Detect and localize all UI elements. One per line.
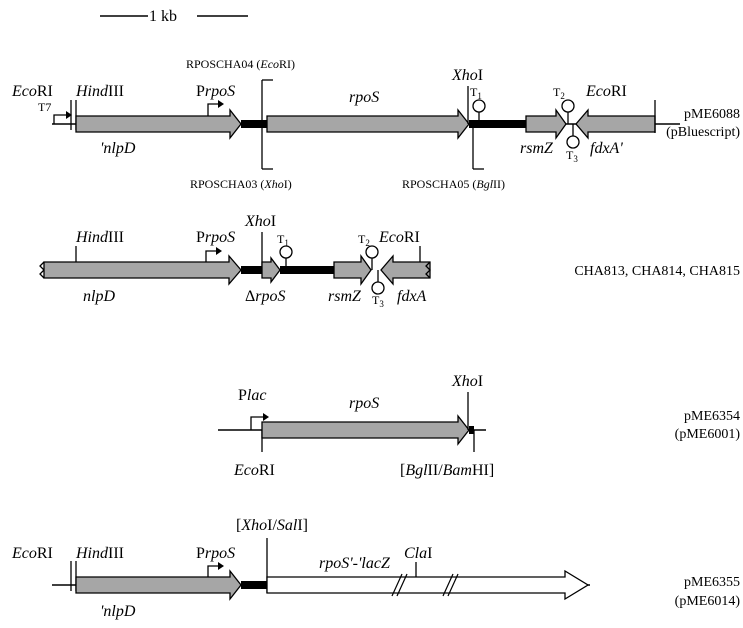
terminator-t1-label: T1 — [470, 85, 482, 101]
nlpd-gene-arrow — [75, 108, 242, 140]
construct-cha813: nlpD HindIII PrpoS XhoI ΔrpoS T1 rsmZ T2… — [39, 213, 740, 309]
terminator-t3-label: T3 — [566, 148, 578, 164]
fusion-gene-label: rpoS'-'lacZ — [319, 555, 391, 572]
rpos-lacz-fusion-arrow — [266, 569, 590, 601]
hindiii-label: HindIII — [75, 229, 124, 246]
fdxa-gene-arrow — [380, 254, 431, 286]
t7-promoter-arrow — [53, 114, 66, 124]
intergenic-region — [241, 266, 263, 274]
terminator-t2-label: T2 — [358, 232, 370, 248]
prpos-promoter-arrow — [205, 250, 216, 262]
hindiii-label: HindIII — [75, 83, 124, 100]
primer-rposcha04-label: RPOSCHA04 (EcoRI) — [186, 57, 295, 71]
terminator-t2-label: T2 — [553, 85, 565, 101]
rsmz-gene-label: rsmZ — [520, 140, 554, 157]
rpos-gene-arrow — [266, 108, 470, 140]
fdxa-gene-arrow — [575, 108, 656, 140]
prpos-promoter-arrow — [207, 565, 218, 577]
fusion-junction-mark — [391, 573, 403, 597]
scale-bar: 1 kb — [100, 8, 248, 25]
intergenic-region-2 — [469, 120, 526, 128]
intergenic-region — [241, 581, 267, 589]
rsmz-gene-label: rsmZ — [328, 288, 362, 305]
ecori-label: EcoRI — [11, 545, 53, 562]
prpos-label: PrpoS — [196, 229, 235, 246]
plac-promoter-arrow — [250, 416, 263, 430]
construct-pme6355: EcoRI HindIII 'nlpD PrpoS [XhoI/SalI] rp… — [11, 517, 740, 620]
primer-rposcha05-label: RPOSCHA05 (BglII) — [402, 177, 505, 191]
construct-pme6354: Plac EcoRI rpoS XhoI [BglII/BamHI] pME63… — [218, 373, 740, 479]
vector-name: (pME6001) — [675, 427, 741, 442]
vector-name: (pME6014) — [675, 594, 741, 609]
xhoi-label: XhoI — [451, 373, 483, 390]
terminator-t1-label: T1 — [277, 232, 289, 248]
scale-bar-label: 1 kb — [149, 8, 177, 25]
fdxa-gene-label: fdxA' — [590, 140, 623, 157]
prpos-label: PrpoS — [196, 545, 235, 562]
xhoi-sali-label: [XhoI/SalI] — [236, 517, 308, 534]
intergenic-region — [241, 120, 267, 128]
clai-label: ClaI — [404, 545, 432, 562]
nlpd-gene-label: nlpD — [83, 288, 115, 305]
ecori-label: EcoRI — [233, 462, 275, 479]
rpos-gene-label: rpoS — [349, 89, 379, 106]
ecori-label-left: EcoRI — [11, 83, 53, 100]
hindiii-label: HindIII — [75, 545, 124, 562]
plac-label: Plac — [238, 387, 266, 404]
construct-pme6088: T7 EcoRI HindIII 'nlpD PrpoS RPOSCHA04 (… — [11, 57, 740, 191]
t7-label: T7 — [38, 100, 51, 114]
primer-rposcha03-label: RPOSCHA03 (XhoI) — [190, 177, 292, 191]
construct-name: pME6088 — [684, 107, 740, 122]
rsmz-gene-arrow — [525, 107, 567, 141]
xhoi-label: XhoI — [451, 67, 483, 84]
vector-name: (pBluescript) — [666, 125, 740, 140]
rpos-gene-label: rpoS — [349, 395, 379, 412]
prpos-label: PrpoS — [196, 83, 235, 100]
terminator-t3-label: T3 — [372, 293, 384, 309]
ecori-label: EcoRI — [378, 229, 420, 246]
chromosome-break-right — [425, 261, 431, 279]
prpos-promoter-arrow — [207, 103, 218, 116]
strain-names: CHA813, CHA814, CHA815 — [574, 264, 740, 279]
intergenic-region-2 — [280, 266, 334, 274]
nlpd-gene-arrow — [75, 569, 242, 601]
fdxa-gene-label: fdxA — [397, 288, 427, 305]
construct-name: pME6354 — [684, 409, 740, 424]
construct-name: pME6355 — [684, 575, 740, 590]
bglii-bamhi-label: [BglII/BamHI] — [400, 462, 494, 479]
ecori-label-right: EcoRI — [585, 83, 627, 100]
fusion-junction-mark — [442, 573, 454, 597]
nlpd-gene-label: 'nlpD — [100, 603, 136, 620]
rpos-gene-arrow — [261, 414, 470, 446]
rsmz-gene-arrow — [333, 253, 372, 287]
delta-rpos-label: ΔrpoS — [245, 288, 286, 305]
nlpd-gene-arrow — [43, 254, 242, 286]
nlpd-gene-label: 'nlpD — [100, 140, 136, 157]
delta-rpos-gene-arrow — [261, 256, 281, 284]
xhoi-label: XhoI — [244, 213, 276, 230]
